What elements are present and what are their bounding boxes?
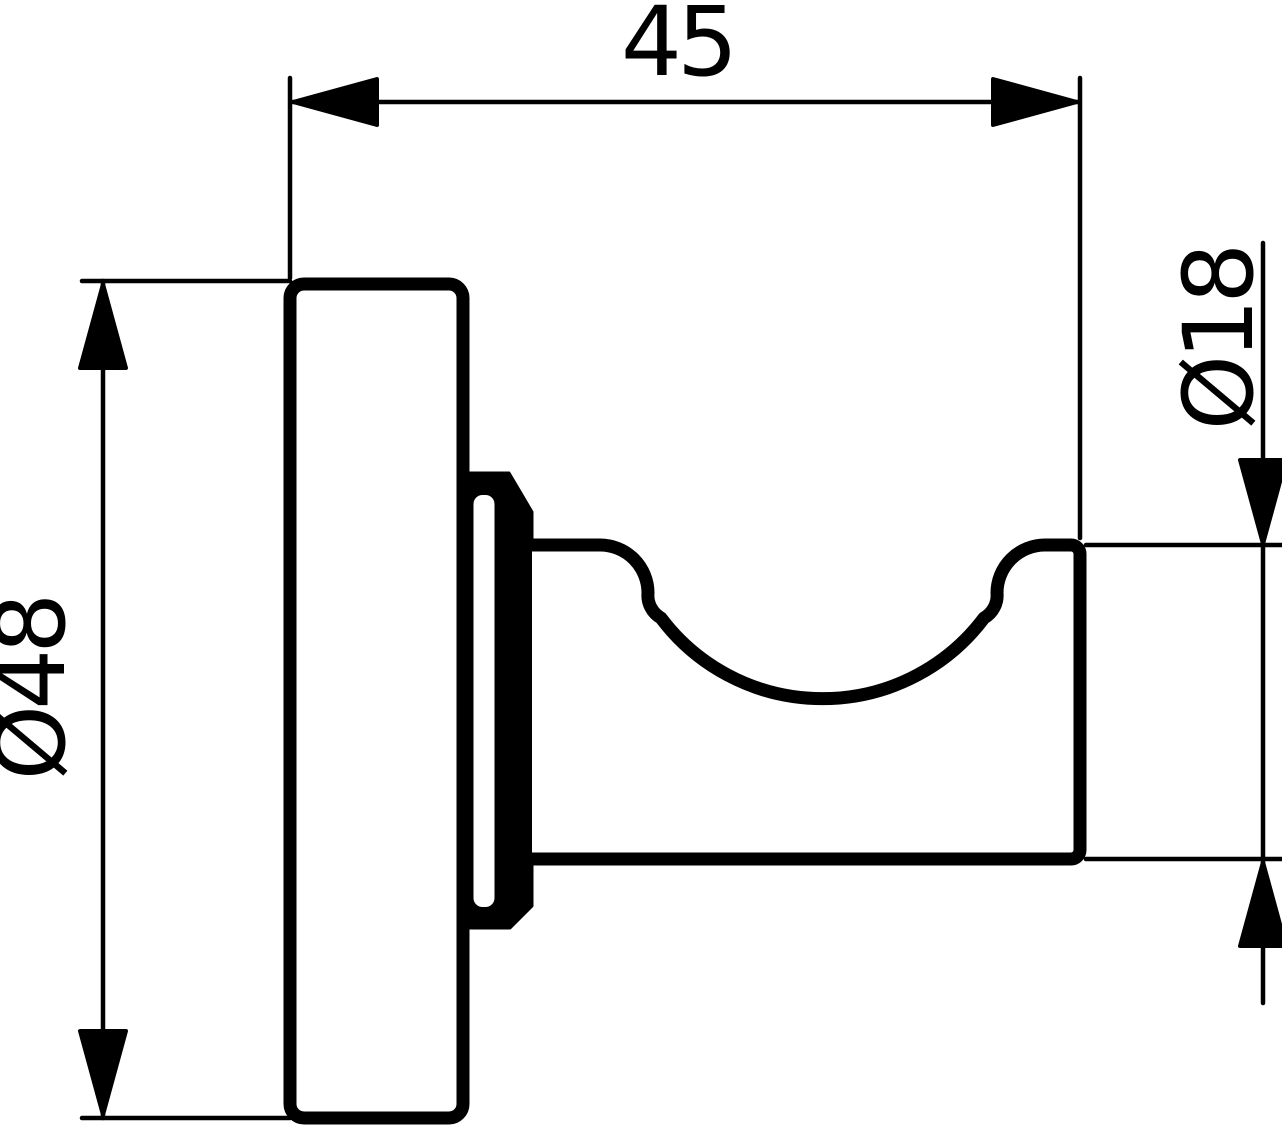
arrowhead-45-left xyxy=(291,77,379,127)
arrowhead-d48-up xyxy=(78,282,128,370)
arrowhead-d18-up xyxy=(1238,860,1282,948)
arrowhead-d48-down xyxy=(78,1029,128,1117)
dimension-label-d48: Ø48 xyxy=(0,598,87,781)
dimension-label-45: 45 xyxy=(621,0,733,98)
dimension-label-d18: Ø18 xyxy=(1163,248,1275,431)
arrowhead-d18-down xyxy=(1238,458,1282,546)
flange-groove-slot xyxy=(473,495,495,907)
arrowhead-45-right xyxy=(991,77,1079,127)
wall-plate-outline xyxy=(283,277,470,1125)
hook-arm-saddle-profile xyxy=(525,538,1087,866)
